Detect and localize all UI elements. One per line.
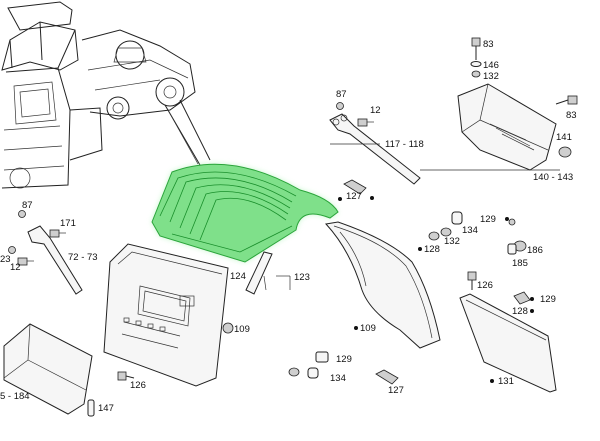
housing-140-143[interactable] <box>457 83 557 171</box>
clip-127-b[interactable] <box>375 369 399 385</box>
callout-147: 147 <box>98 403 114 414</box>
housing-5-184[interactable] <box>3 323 93 415</box>
nut-128-c[interactable] <box>288 367 300 377</box>
nut-87-b[interactable] <box>18 210 26 218</box>
stay-rod[interactable] <box>329 113 421 185</box>
callouts: 83 146 132 87 12 117 - 118 83 141 140 - … <box>0 39 577 414</box>
callout-134: 134 <box>330 373 346 384</box>
callout-83: 83 <box>566 110 577 121</box>
plug-185[interactable] <box>507 243 517 255</box>
callout-129: 129 <box>540 294 556 305</box>
grommet-134-a[interactable] <box>451 211 463 225</box>
callout-83: 83 <box>483 39 494 50</box>
callout-131: 131 <box>498 376 514 387</box>
mud-flap-front[interactable] <box>103 243 229 387</box>
nut-23[interactable] <box>8 246 16 254</box>
nut-132-a[interactable] <box>471 70 481 78</box>
mud-flap-131[interactable] <box>459 293 557 393</box>
callout-129: 129 <box>336 354 352 365</box>
callout-128: 128 <box>512 306 528 317</box>
callout-132: 132 <box>444 236 460 247</box>
callout-127: 127 <box>388 385 404 396</box>
bolt-12-b[interactable] <box>17 257 34 266</box>
callout-132: 132 <box>483 71 499 82</box>
callout-129: 129 <box>480 214 496 225</box>
callout-146: 146 <box>483 60 499 71</box>
nut-87-a[interactable] <box>336 102 344 110</box>
grommet-134-b[interactable] <box>307 367 319 379</box>
bolt-126-a[interactable] <box>467 271 477 290</box>
mudguard[interactable] <box>151 163 339 263</box>
callout-5-184: 5 - 184 <box>0 391 30 402</box>
callout-87: 87 <box>336 89 347 100</box>
nut-129-a[interactable] <box>508 218 516 226</box>
washer-146[interactable] <box>470 61 482 67</box>
callout-126: 126 <box>477 280 493 291</box>
callout-117-118: 117 - 118 <box>385 139 424 150</box>
callout-12: 12 <box>10 262 21 273</box>
callout-markers <box>338 196 534 383</box>
side-panel[interactable] <box>325 221 441 349</box>
bolt-83-side[interactable] <box>555 95 578 105</box>
callout-186: 186 <box>527 245 543 256</box>
bushing-129[interactable] <box>315 351 329 363</box>
leader-lines <box>167 109 560 291</box>
nut-128-a[interactable] <box>428 231 440 241</box>
knob-141[interactable] <box>558 146 572 158</box>
callout-23: 23 <box>0 254 11 265</box>
strip-124[interactable] <box>245 251 273 295</box>
bracket-147[interactable] <box>87 399 95 417</box>
clip-129-b[interactable] <box>513 291 531 305</box>
callout-87: 87 <box>22 200 33 211</box>
nut-109-a[interactable] <box>222 322 234 334</box>
bracket-72-73[interactable] <box>27 225 83 295</box>
callout-72-73: 72 - 73 <box>68 252 98 263</box>
bolt-83-top[interactable] <box>471 37 481 60</box>
callout-126: 126 <box>130 380 146 391</box>
bolt-171[interactable] <box>49 229 66 238</box>
callout-185: 185 <box>512 258 528 269</box>
callout-134: 134 <box>462 225 478 236</box>
callout-128: 128 <box>424 244 440 255</box>
callout-141: 141 <box>556 132 572 143</box>
callout-123: 123 <box>294 272 310 283</box>
callout-109: 109 <box>360 323 376 334</box>
bolt-12-a[interactable] <box>357 118 374 127</box>
truck-cab-illustration <box>1 1 211 189</box>
callout-127: 127 <box>346 191 362 202</box>
grommet-132-b[interactable] <box>440 227 452 237</box>
callout-140-143: 140 - 143 <box>533 172 573 183</box>
callout-124: 124 <box>230 271 246 282</box>
clip-127-a[interactable] <box>343 179 367 195</box>
callout-109: 109 <box>234 324 250 335</box>
callout-12: 12 <box>370 105 381 116</box>
bolt-126-b[interactable] <box>117 371 135 381</box>
callout-171: 171 <box>60 218 76 229</box>
